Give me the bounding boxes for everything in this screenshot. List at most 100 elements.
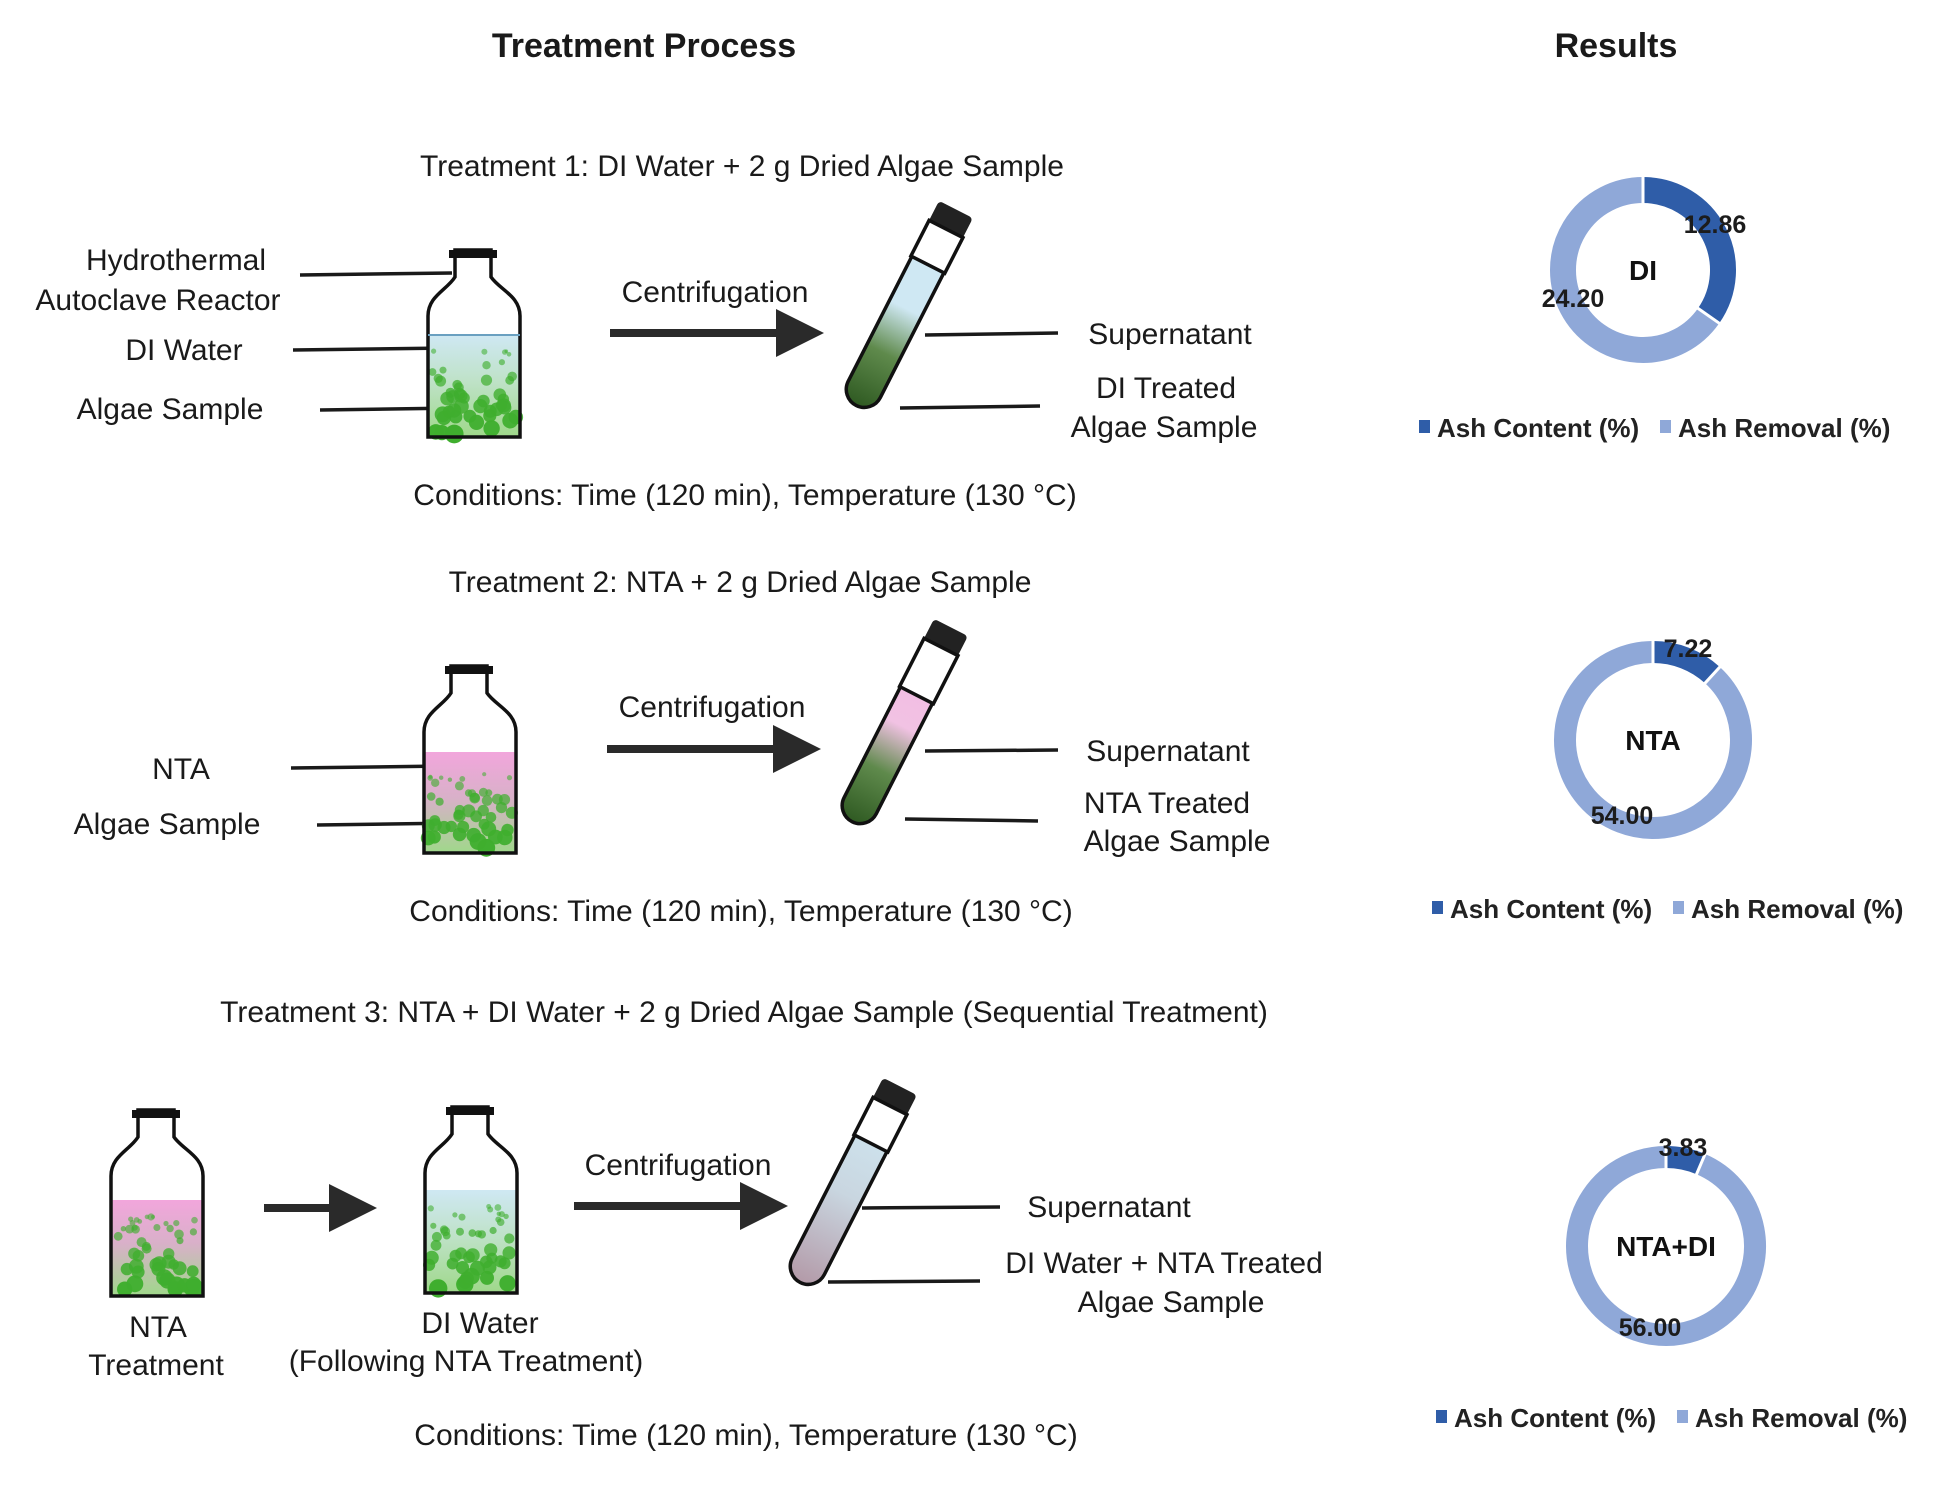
algae-sample-label: Algae Sample <box>77 393 264 426</box>
legend-label-ash-content: Ash Content (%) <box>1450 894 1652 924</box>
algae-particle <box>186 1265 199 1278</box>
legend-swatch-ash-content <box>1419 420 1430 433</box>
algae-particle <box>186 1276 201 1292</box>
algae-particle <box>456 1227 464 1236</box>
algae-particle <box>174 1229 184 1240</box>
algae-particle <box>446 390 460 404</box>
algae-particle <box>426 792 436 801</box>
algae-particle <box>503 1213 509 1220</box>
centrifugation-label: Centrifugation <box>622 276 809 309</box>
legend-swatch-ash-removal <box>1660 420 1671 433</box>
supernatant-label: Supernatant <box>1027 1191 1191 1224</box>
algae-particle <box>147 1213 155 1221</box>
algae-particle <box>137 1219 143 1224</box>
algae-particle <box>489 1226 497 1235</box>
algae-particle <box>191 1216 198 1224</box>
algae-particle <box>433 373 443 383</box>
algae-particle <box>431 778 440 787</box>
algae-particle <box>113 1231 123 1241</box>
pellet-pointer-line <box>899 404 1041 410</box>
tube-empty-top <box>908 218 966 276</box>
donut-legend: Ash Content (%)Ash Removal (%) <box>1432 894 1903 924</box>
algae-particle <box>431 1231 442 1242</box>
algae-particle <box>498 1257 511 1270</box>
algae-particle <box>163 1220 169 1227</box>
algae-particle <box>504 349 509 354</box>
algae-particle <box>502 1246 516 1260</box>
bottle-outline <box>109 1108 205 1298</box>
di-water-bottle <box>423 1105 519 1298</box>
algae-particle <box>428 368 437 376</box>
algae-particle <box>494 1204 502 1211</box>
tube-empty-top <box>851 1095 910 1155</box>
treatment-2-conditions: Conditions: Time (120 min), Temperature … <box>409 895 1072 928</box>
algae-particle <box>469 792 480 803</box>
nta-treatment-bottle <box>109 1108 205 1298</box>
algae-particle <box>126 1275 144 1293</box>
algae-particles <box>423 1204 516 1298</box>
ash-content-slice <box>1642 177 1736 324</box>
algae-particle <box>498 359 505 366</box>
algae-particle <box>189 1228 197 1236</box>
algae-particle <box>439 366 447 374</box>
algae-particle <box>454 804 465 816</box>
centrifuge-tube <box>788 1079 916 1287</box>
algae-particle <box>129 1220 136 1226</box>
di-water-label: DI Water <box>125 334 242 367</box>
ash-removal-slice <box>1550 177 1720 363</box>
algae-particle <box>477 394 490 408</box>
algae-particle <box>427 1205 434 1212</box>
nta-reactor-bottle <box>420 664 518 857</box>
results-heading: Results <box>1555 27 1678 65</box>
algae-particle <box>153 1224 161 1231</box>
treatment-1-conditions: Conditions: Time (120 min), Temperature … <box>413 479 1076 512</box>
algae-particle <box>464 789 473 797</box>
di-water-label-2: (Following NTA Treatment) <box>289 1345 644 1378</box>
centrifugation-label: Centrifugation <box>585 1149 772 1182</box>
algae-particle <box>502 412 519 429</box>
algae-particle <box>498 794 511 806</box>
algae-particle <box>141 1241 151 1251</box>
algae-particle <box>172 1261 187 1276</box>
nta-treatment-label-2: Treatment <box>88 1349 224 1382</box>
treatment-3-conditions: Conditions: Time (120 min), Temperature … <box>414 1419 1077 1452</box>
algae-particle <box>459 776 466 782</box>
ash-content-slice <box>1652 641 1720 684</box>
algae-particle <box>435 797 444 806</box>
algae-particle <box>495 399 507 411</box>
algae-particle <box>166 1224 174 1233</box>
ash-removal-value-label: 56.00 <box>1619 1314 1682 1342</box>
algae-particle <box>430 1239 442 1251</box>
pellet-pointer-line <box>904 817 1039 823</box>
slice-separator <box>1696 306 1721 326</box>
treatment-3: Treatment 3: NTA + DI Water + 2 g Dried … <box>88 996 1323 1452</box>
algae-particle <box>504 1233 515 1244</box>
treatment-2: Treatment 2: NTA + 2 g Dried Algae Sampl… <box>74 566 1271 928</box>
donut-center-label: NTA <box>1625 725 1680 756</box>
algae-particle <box>480 1270 494 1285</box>
supernatant-pointer-line <box>924 331 1059 337</box>
ash-removal-value-label: 24.20 <box>1542 285 1605 313</box>
algae-particle <box>430 1222 437 1229</box>
algae-particle <box>465 1248 480 1263</box>
slice-separator <box>1694 1152 1707 1176</box>
bottle-cap <box>449 250 497 258</box>
treatment-1: Treatment 1: DI Water + 2 g Dried Algae … <box>35 150 1257 512</box>
tube-cap <box>872 1079 916 1117</box>
supernatant-pointer-line <box>861 1205 1001 1210</box>
algae-particle <box>463 1267 480 1285</box>
reactor-label-line-2: Autoclave Reactor <box>35 284 280 317</box>
algae-particle <box>478 787 488 797</box>
ash-removal-value-label: 54.00 <box>1591 802 1654 830</box>
bottle-cap <box>445 666 493 674</box>
algae-particle <box>468 1229 477 1237</box>
centrifugation-label: Centrifugation <box>619 691 806 724</box>
algae-particle <box>481 821 497 837</box>
algae-particle <box>462 804 476 818</box>
donut-legend: Ash Content (%)Ash Removal (%) <box>1436 1403 1907 1433</box>
bottle-outline <box>423 1105 519 1295</box>
algae-particle <box>120 1226 127 1232</box>
algae-particles <box>113 1213 204 1297</box>
algae-particle <box>501 823 514 837</box>
algae-particle <box>455 1247 467 1260</box>
